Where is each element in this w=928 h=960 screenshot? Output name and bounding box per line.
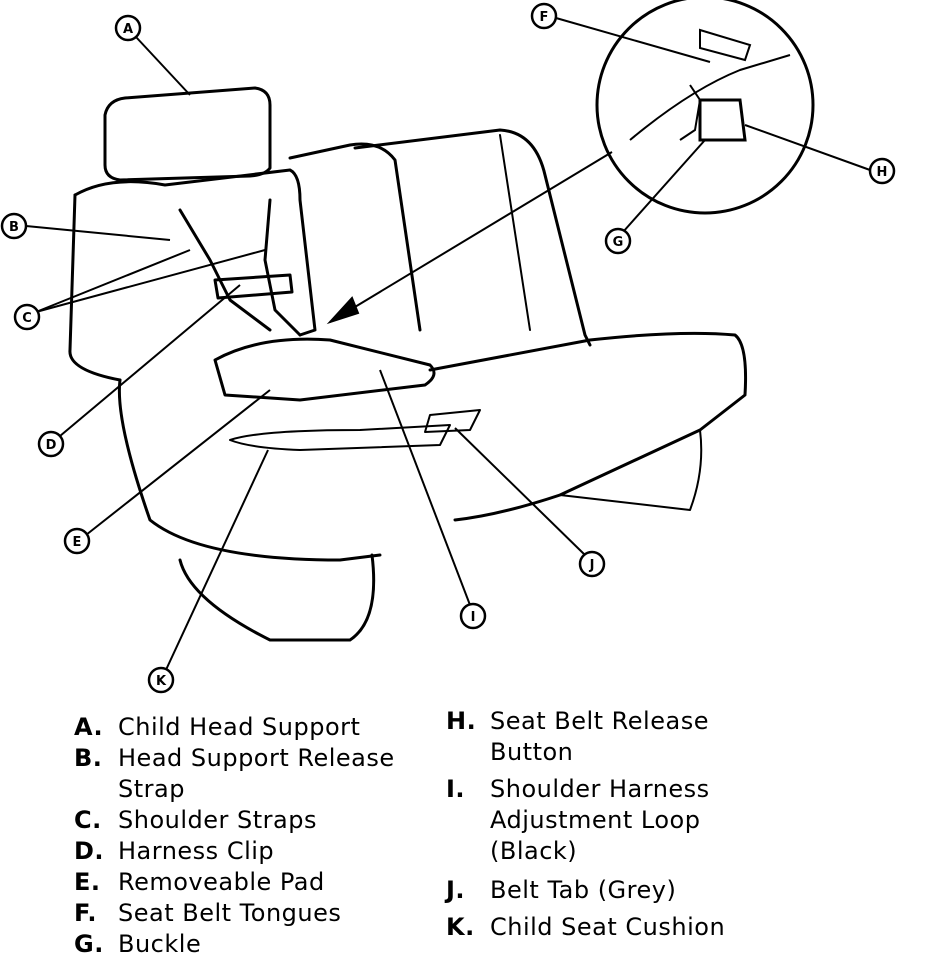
legend-text: Removeable Pad	[118, 868, 325, 896]
legend-text: Buckle	[118, 930, 202, 958]
callout-label: E	[73, 535, 82, 550]
callout-I: I	[459, 602, 487, 630]
legend-letter: H.	[446, 707, 477, 735]
legend-letter: E.	[74, 868, 101, 896]
legend-letter: F.	[74, 899, 97, 927]
legend-letter: K.	[446, 913, 475, 941]
callout-label: H	[877, 165, 888, 180]
callout-H: H	[868, 157, 896, 185]
legend-letter: A.	[74, 713, 104, 741]
legend-text: Head Support Release Strap	[118, 744, 395, 803]
callout-label: B	[9, 220, 19, 235]
callout-label: C	[22, 311, 32, 326]
legend-item: F. Seat Belt Tongues	[74, 898, 434, 929]
pad-lower	[229, 424, 451, 451]
callout-D: D	[37, 430, 65, 458]
seat-front	[559, 429, 703, 511]
legend-item: B. Head Support Release Strap	[74, 743, 434, 805]
callout-label: J	[589, 558, 595, 573]
seat-cushion	[428, 331, 748, 522]
legend-text: Child Seat Cushion	[490, 913, 726, 941]
legend-right: H. Seat Belt Release Button I. Shoulder …	[446, 706, 776, 943]
legend-left: A. Child Head Support B. Head Support Re…	[74, 712, 434, 960]
child-cushion	[117, 378, 382, 562]
child-seatback	[73, 168, 317, 337]
callout-F: F	[530, 2, 558, 30]
legend-item: K. Child Seat Cushion	[446, 912, 776, 943]
callout-J: J	[578, 550, 606, 578]
legend-item: E. Removeable Pad	[74, 867, 434, 898]
legend-text: Seat Belt Tongues	[118, 899, 342, 927]
legend-item: G. Buckle	[74, 929, 434, 960]
legend-item: H. Seat Belt Release Button	[446, 706, 776, 768]
head-support	[103, 86, 272, 182]
legend-text: Shoulder Straps	[118, 806, 317, 834]
legend-item: I. Shoulder Harness Adjustment Loop (Bla…	[446, 774, 776, 867]
callout-K: K	[147, 666, 175, 694]
callout-A: A	[114, 14, 142, 42]
legend-text: Shoulder Harness Adjustment Loop (Black)	[490, 775, 710, 865]
seatback-seam	[499, 134, 531, 331]
child-seat-left	[68, 193, 122, 382]
buckle-inset	[595, 0, 815, 215]
callout-label: I	[471, 610, 476, 625]
legend-item: D. Harness Clip	[74, 836, 434, 867]
legend-text: Child Head Support	[118, 713, 361, 741]
seat-base	[178, 553, 376, 642]
callout-label: F	[540, 10, 549, 25]
callout-G: G	[604, 227, 632, 255]
legend-item: C. Shoulder Straps	[74, 805, 434, 836]
legend-letter: G.	[74, 930, 104, 958]
seatback-top	[288, 142, 422, 332]
callout-C: C	[13, 303, 41, 331]
callout-E: E	[63, 527, 91, 555]
legend-letter: B.	[74, 744, 103, 772]
callout-label: D	[46, 438, 57, 453]
legend-letter: J.	[446, 876, 466, 904]
seat-diagram: A B C D E F G H I J K	[0, 0, 896, 694]
callout-label: A	[123, 22, 133, 37]
legend-text: Harness Clip	[118, 837, 275, 865]
shoulder-strap-right	[263, 198, 302, 337]
harness-clip	[213, 273, 294, 300]
callout-label: K	[156, 674, 167, 689]
legend-letter: C.	[74, 806, 102, 834]
legend-item: J. Belt Tab (Grey)	[446, 875, 776, 906]
legend-text: Seat Belt Release Button	[490, 707, 709, 766]
legend-letter: I.	[446, 775, 466, 803]
legend-text: Belt Tab (Grey)	[490, 876, 677, 904]
belt-tab	[424, 409, 481, 433]
callout-B: B	[0, 212, 28, 240]
callout-label: G	[613, 235, 624, 250]
legend-letter: D.	[74, 837, 105, 865]
removeable-pad	[213, 337, 436, 402]
seatback-right	[353, 128, 592, 347]
legend-item: A. Child Head Support	[74, 712, 434, 743]
